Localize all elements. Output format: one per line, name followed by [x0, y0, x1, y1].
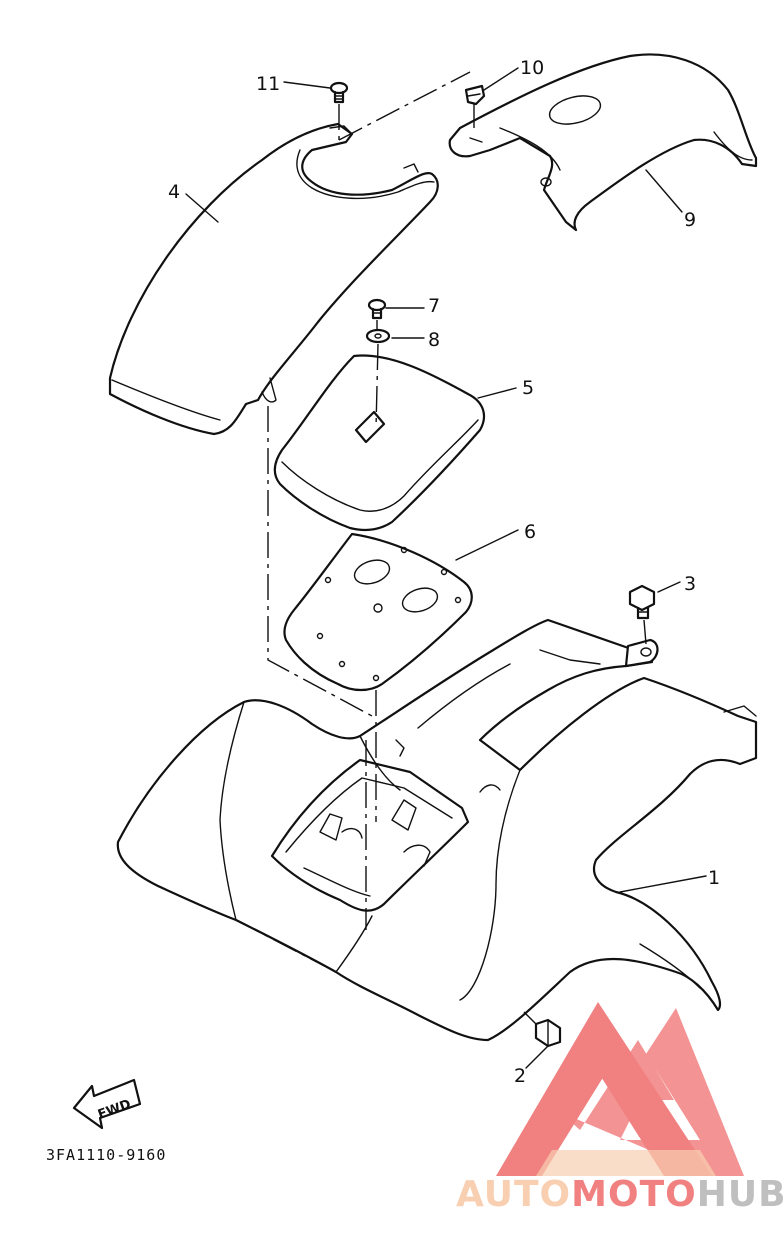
logo-moto: MOTO: [571, 1174, 697, 1215]
part-11-screw: [329, 81, 349, 104]
part-7-screw: [367, 298, 387, 320]
part-8-washer: [365, 328, 391, 344]
callout-9: 9: [684, 209, 696, 231]
svg-text:AUTOMOTOHUB: AUTOMOTOHUB: [456, 1174, 784, 1215]
part-9-rear-flap: [448, 53, 758, 232]
callout-5: 5: [522, 377, 534, 399]
callout-3: 3: [684, 573, 696, 595]
logo-hub: HUB: [697, 1174, 784, 1215]
leader-lines: [185, 67, 707, 1069]
part-6-plate: [283, 532, 473, 692]
part-4-front-fender: [108, 122, 439, 436]
callout-7: 7: [428, 295, 440, 317]
callout-8: 8: [428, 329, 440, 351]
callout-2: 2: [514, 1065, 526, 1087]
callout-labels: 1 2 3 4 5 6 7 8 9 10 11: [168, 57, 720, 1087]
callout-10: 10: [520, 57, 544, 79]
callout-4: 4: [168, 181, 180, 203]
part-5-cover: [273, 354, 486, 532]
part-1-rear-fender: [116, 618, 758, 1042]
callout-6: 6: [524, 521, 536, 543]
part-3-bolt: [628, 584, 656, 620]
logo-auto: AUTO: [456, 1174, 571, 1215]
assembly-lines: [235, 71, 647, 1025]
part-10-clip: [464, 84, 486, 106]
automotohub-logo: AUTOMOTOHUB: [456, 1002, 784, 1215]
fwd-arrow-icon: FWD: [72, 1078, 142, 1130]
callout-1: 1: [708, 867, 720, 889]
part-2-bolt: [534, 1018, 562, 1048]
part-code: 3FA1110-9160: [46, 1146, 166, 1164]
callout-11: 11: [256, 73, 280, 95]
